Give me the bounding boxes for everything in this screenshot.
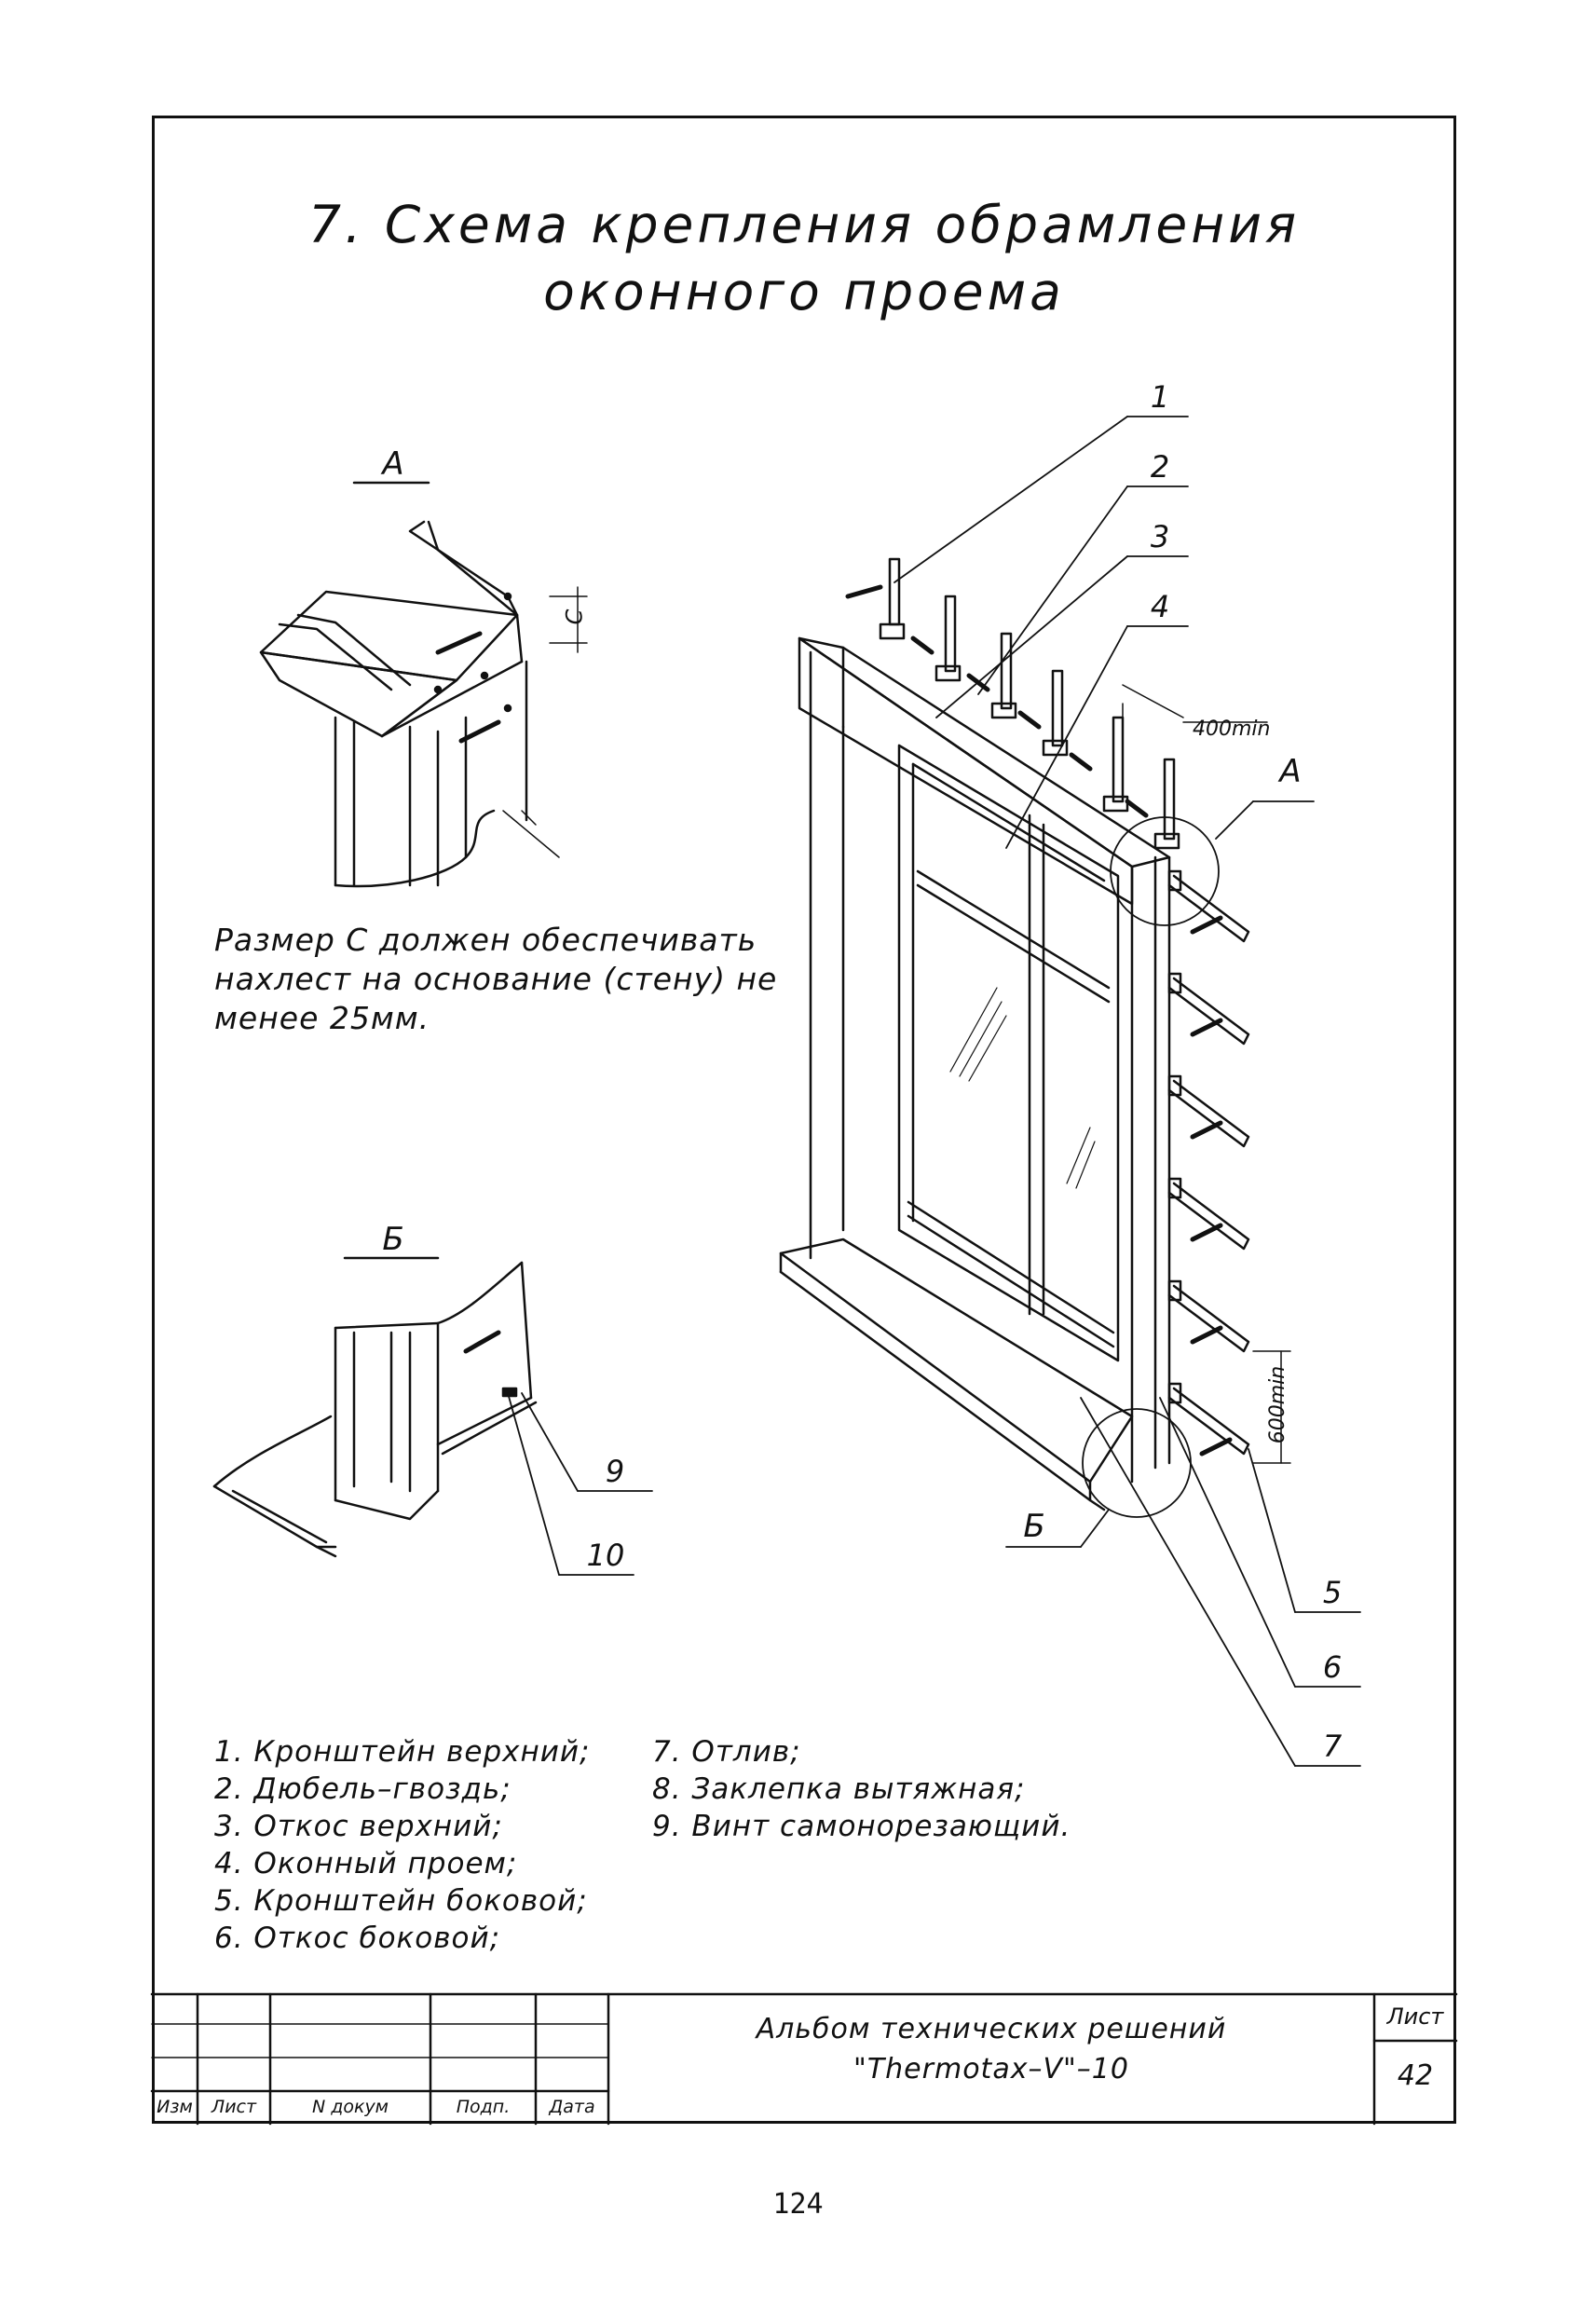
main-window-isometric: [779, 416, 1361, 1767]
view-a-label: А: [382, 445, 404, 483]
callout-1: 1: [1150, 379, 1170, 415]
title-block-grid: [150, 1992, 1458, 2126]
legend-column-1: 1. Кронштейн верхний; 2. Дюбель–гвоздь; …: [214, 1733, 591, 1957]
legend-item: 8. Заклепка вытяжная;: [652, 1772, 1026, 1806]
callout-5: 5: [1322, 1575, 1343, 1610]
main-view-a-label: А: [1279, 753, 1302, 790]
drawing-title: 7. Схема крепления обрамления оконного п…: [152, 191, 1456, 325]
callout-3: 3: [1150, 519, 1170, 554]
callout-7: 7: [1322, 1729, 1343, 1764]
detail-a-sketch: [259, 481, 588, 888]
legend-item: 6. Откос боковой;: [214, 1921, 501, 1955]
legend-item: 3. Откос верхний;: [214, 1810, 503, 1843]
tb-header-doc: N докум: [311, 2097, 389, 2117]
callout-4: 4: [1150, 589, 1170, 624]
legend-column-2: 7. Отлив; 8. Заклепка вытяжная; 9. Винт …: [652, 1733, 1071, 1845]
drawing-frame: [152, 116, 1456, 2124]
callout-6: 6: [1322, 1649, 1343, 1685]
dim-c-label: С: [561, 609, 588, 625]
main-view-b-label: Б: [1023, 1508, 1045, 1545]
title-line-1: 7. Схема крепления обрамления: [307, 195, 1301, 254]
legend-item: 1. Кронштейн верхний;: [214, 1735, 591, 1769]
callout-2: 2: [1150, 449, 1170, 485]
dim-400-label: 400min: [1193, 718, 1271, 741]
tb-header-list: Лист: [211, 2097, 257, 2117]
tb-header-date: Дата: [549, 2097, 595, 2117]
legend-item: 2. Дюбель–гвоздь;: [214, 1772, 512, 1806]
view-b-label: Б: [382, 1221, 404, 1258]
overlap-note: Размер С должен обеспечивать нахлест на …: [214, 922, 778, 1036]
tb-header-sign: Подп.: [456, 2097, 511, 2117]
legend-item: 5. Кронштейн боковой;: [214, 1884, 588, 1918]
tb-header-izm: Изм: [157, 2097, 193, 2117]
tb-sheet-number: 42: [1397, 2059, 1434, 2092]
legend-item: 4. Оконный проем;: [214, 1847, 518, 1880]
tb-album-line-1: Альбом технических решений: [756, 2013, 1227, 2045]
tb-album-line-2: "Thermotax–V"–10: [853, 2053, 1129, 2085]
detail-b-sketch: [212, 1256, 653, 1576]
page-number: 124: [772, 2188, 824, 2221]
tb-sheet-label: Лист: [1386, 2003, 1444, 2030]
dim-600-label: 600min: [1266, 1365, 1290, 1444]
callout-10: 10: [586, 1538, 625, 1573]
legend-item: 7. Отлив;: [652, 1735, 801, 1769]
callout-9: 9: [605, 1454, 625, 1489]
legend-item: 9. Винт самонорезающий.: [652, 1810, 1071, 1843]
title-line-2: оконного проема: [543, 262, 1065, 321]
